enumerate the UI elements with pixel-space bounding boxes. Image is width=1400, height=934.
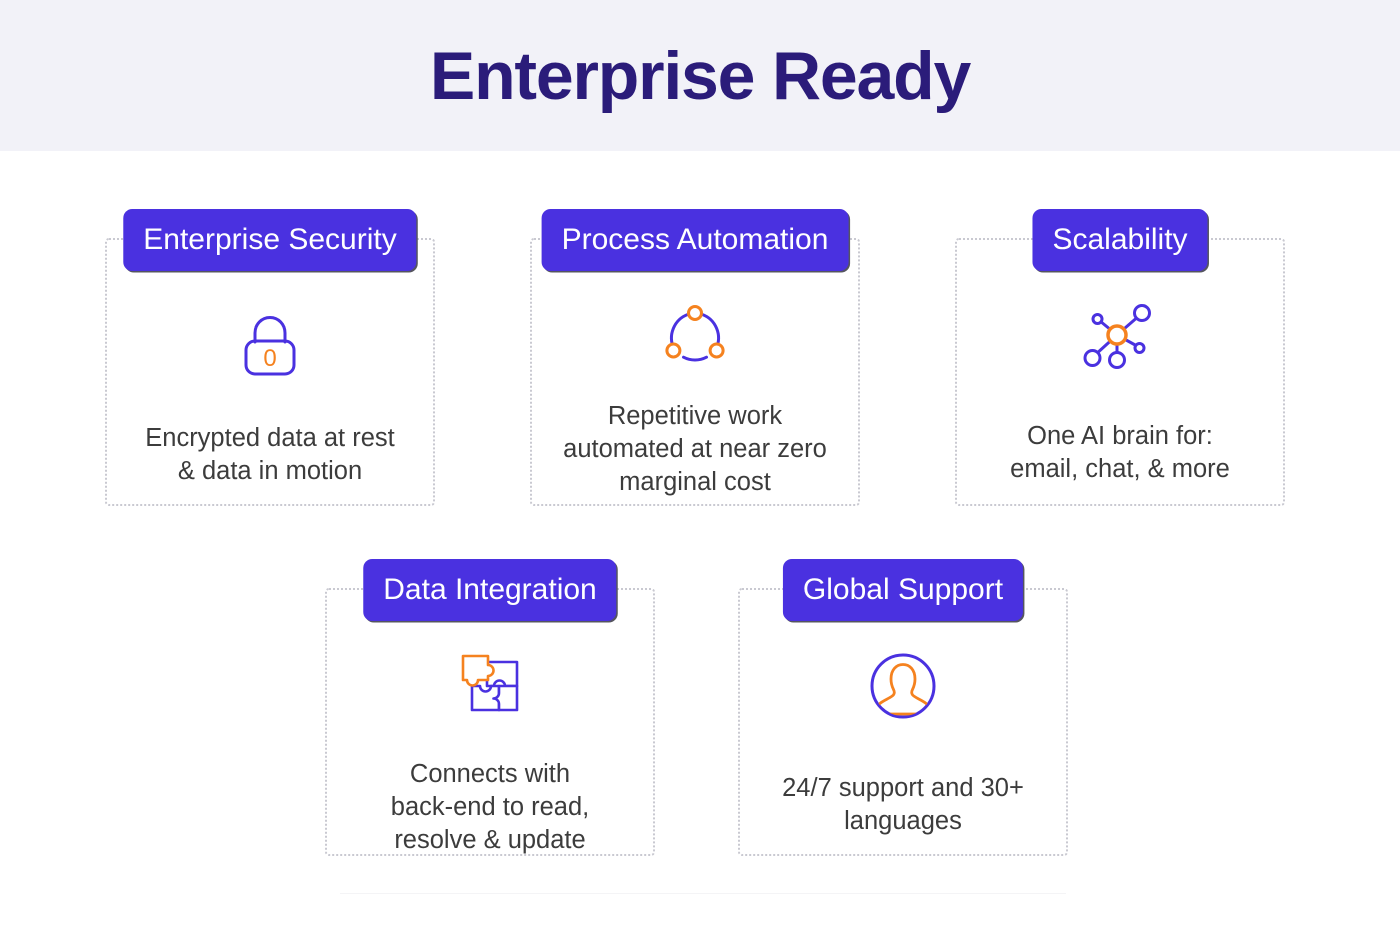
card-text-scalability: One AI brain for: email, chat, & more bbox=[1010, 422, 1230, 483]
card-text-data-integration: Connects with back-end to read, resolve … bbox=[390, 760, 590, 854]
lock-icon: 0 bbox=[239, 312, 301, 378]
card-data-integration[interactable]: Data Integration Connects with back-end … bbox=[325, 559, 655, 856]
card-text-enterprise-security: Encrypted data at rest & data in motion bbox=[145, 424, 395, 485]
puzzle-pieces-icon bbox=[454, 648, 526, 720]
process-cycle-icon bbox=[659, 302, 731, 374]
network-hub-icon bbox=[1083, 302, 1157, 372]
card-enterprise-security[interactable]: Enterprise Security 0 Encrypted data at … bbox=[105, 209, 435, 506]
card-scalability[interactable]: Scalability One AI brain for: email, cha… bbox=[955, 209, 1285, 506]
card-badge-enterprise-security[interactable]: Enterprise Security bbox=[123, 209, 417, 271]
card-text-process-automation: Repetitive work automated at near zero m… bbox=[563, 402, 827, 496]
card-process-automation[interactable]: Process Automation Repetitive work autom… bbox=[530, 209, 860, 506]
card-text-global-support: 24/7 support and 30+ languages bbox=[782, 774, 1024, 835]
card-global-support[interactable]: Global Support 24/7 support and 30+ lang… bbox=[738, 559, 1068, 856]
card-badge-scalability[interactable]: Scalability bbox=[1032, 209, 1208, 271]
card-badge-process-automation[interactable]: Process Automation bbox=[541, 209, 849, 271]
card-badge-global-support[interactable]: Global Support bbox=[782, 559, 1024, 621]
header-band bbox=[0, 0, 1400, 151]
user-avatar-icon bbox=[869, 652, 937, 720]
page-title: Enterprise Ready bbox=[429, 37, 971, 114]
svg-text:0: 0 bbox=[263, 345, 276, 372]
footer-divider bbox=[340, 893, 1066, 894]
card-badge-data-integration[interactable]: Data Integration bbox=[363, 559, 617, 621]
